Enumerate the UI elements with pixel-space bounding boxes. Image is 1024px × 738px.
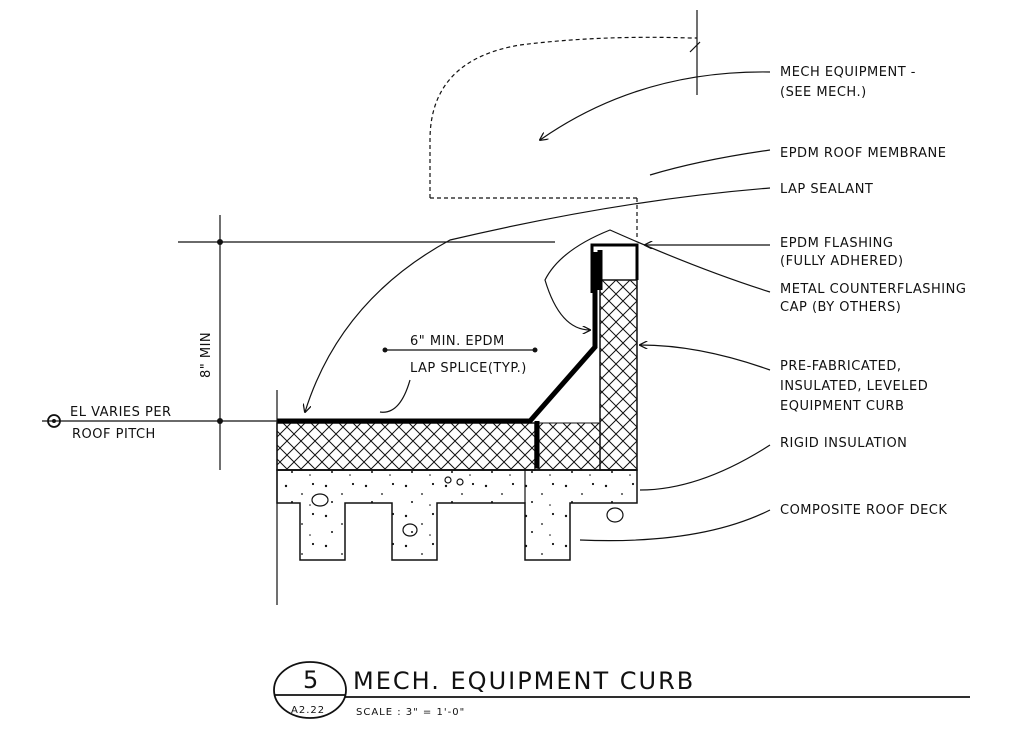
label-roof-pitch: ROOF PITCH xyxy=(72,427,156,442)
equipment-curb xyxy=(599,279,638,471)
label-counterflashing: METAL COUNTERFLASHING xyxy=(780,282,966,297)
leader-lines xyxy=(305,71,771,542)
epdm-membrane xyxy=(277,252,598,424)
detail-scale: SCALE : 3" = 1'-0" xyxy=(356,707,465,718)
label-prefabricated: PRE-FABRICATED, xyxy=(780,359,902,374)
insulation-under-curb xyxy=(536,422,601,471)
mech-equipment-outline xyxy=(429,10,701,240)
dimension-8-min xyxy=(178,215,555,470)
label-dimension: 8" MIN xyxy=(199,332,214,378)
label-cap-by-others: CAP (BY OTHERS) xyxy=(780,300,901,315)
label-see-mech: (SEE MECH.) xyxy=(780,85,867,100)
label-insulated-leveled: INSULATED, LEVELED xyxy=(780,379,928,394)
detail-title: MECH. EQUIPMENT CURB xyxy=(353,667,695,695)
label-el-varies: EL VARIES PER xyxy=(70,405,172,420)
label-mech-equipment: MECH EQUIPMENT - xyxy=(780,65,916,80)
rigid-insulation xyxy=(276,422,536,471)
composite-roof-deck xyxy=(276,469,638,561)
label-lap-sealant: LAP SEALANT xyxy=(780,182,873,197)
label-rigid-insulation: RIGID INSULATION xyxy=(780,436,907,451)
label-epdm-membrane: EPDM ROOF MEMBRANE xyxy=(780,146,946,161)
label-equipment-curb: EQUIPMENT CURB xyxy=(780,399,904,414)
elevation-marker xyxy=(42,390,278,605)
label-fully-adhered: (FULLY ADHERED) xyxy=(780,254,904,269)
detail-number: 5 xyxy=(303,666,320,694)
sheet-number: A2.22 xyxy=(291,705,325,716)
title-block: 5 A2.22 MECH. EQUIPMENT CURB SCALE : 3" … xyxy=(273,661,970,719)
label-roof-deck: COMPOSITE ROOF DECK xyxy=(780,503,947,518)
splice-dimension xyxy=(382,347,538,353)
label-splice-min: 6" MIN. EPDM xyxy=(410,334,505,349)
label-lap-splice: LAP SPLICE(TYP.) xyxy=(410,361,527,376)
counterflashing-cap xyxy=(590,243,639,293)
label-epdm-flashing: EPDM FLASHING xyxy=(780,236,893,251)
